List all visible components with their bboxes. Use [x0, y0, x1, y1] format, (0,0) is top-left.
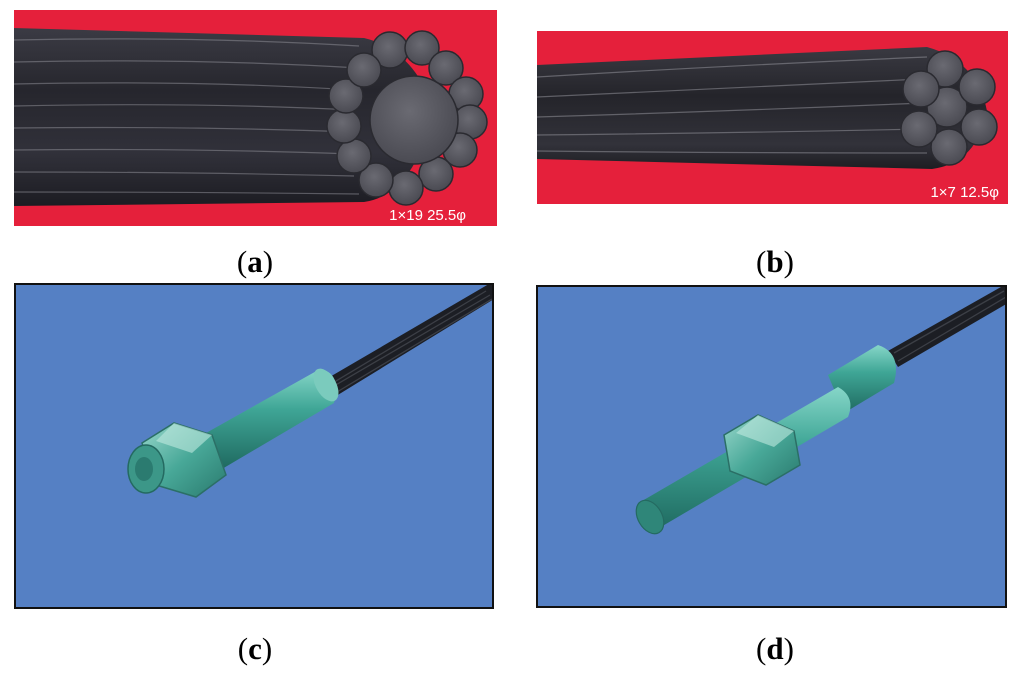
caption-letter: a — [247, 244, 263, 279]
caption-a: (a) — [236, 244, 274, 279]
wire-cross-section — [326, 30, 488, 206]
rod-tip — [635, 499, 665, 535]
strand-highlights — [14, 38, 360, 195]
caption-letter: c — [248, 631, 262, 666]
strand-spec-label: 1×7 12.5φ — [930, 184, 999, 201]
strand-highlights — [537, 56, 928, 154]
caption-c: (c) — [237, 631, 273, 666]
caption-b: (b) — [756, 244, 794, 279]
photo-strand-1x7: 1×7 12.5φ — [537, 31, 1008, 204]
photo-anchor-fitting-sleeve — [536, 285, 1007, 608]
cable-strand-lines — [321, 290, 492, 396]
strand-body — [537, 47, 987, 169]
caption-letter: d — [766, 631, 784, 666]
caption-letter: b — [766, 244, 784, 279]
caption-d: (d) — [756, 631, 794, 666]
photo-strand-1x19: 1×19 25.5φ — [14, 10, 497, 226]
photo-anchor-fitting-hex — [14, 283, 494, 609]
strand-body — [14, 28, 434, 206]
strand-spec-label: 1×19 25.5φ — [389, 207, 466, 224]
wire-cross-section — [900, 50, 998, 166]
cable-strand-lines — [893, 290, 1005, 362]
fitting-sleeve — [206, 369, 337, 469]
sleeve-end — [313, 368, 339, 402]
